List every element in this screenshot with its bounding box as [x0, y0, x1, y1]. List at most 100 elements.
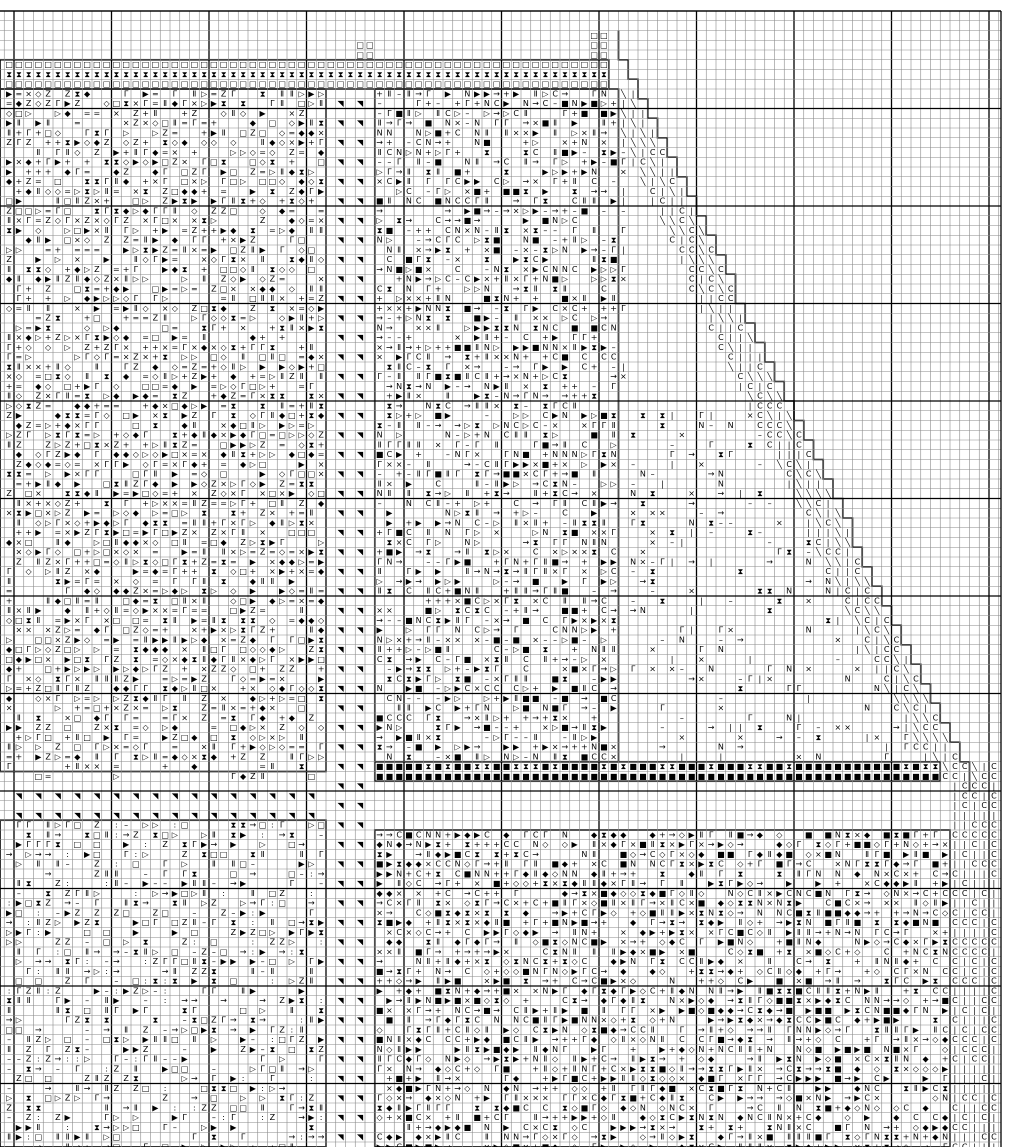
stitch-symbol: Ⅱ — [17, 713, 21, 722]
stitch-symbol: Ⅱ — [436, 918, 440, 927]
stitch-symbol: Γ — [163, 694, 168, 703]
stitch-symbol: × — [620, 275, 627, 284]
stitch-symbol: → — [610, 587, 617, 596]
stitch-symbol: – — [105, 957, 109, 966]
stitch-symbol: ▶ — [250, 957, 257, 966]
stitch-symbol: □ — [171, 60, 179, 69]
stitch-symbol: Γ — [280, 821, 285, 830]
stitch-symbol: □ — [15, 206, 23, 215]
stitch-symbol: Γ — [202, 236, 207, 245]
stitch-symbol: ⧗ — [601, 255, 607, 264]
stitch-symbol: Ⅱ — [36, 148, 40, 157]
stitch-symbol: Γ — [407, 967, 412, 976]
stitch-symbol: Z — [201, 499, 207, 508]
stitch-symbol: ╲ — [815, 508, 822, 518]
stitch-symbol: Ⅱ — [807, 928, 811, 937]
stitch-symbol: ■ — [922, 850, 930, 859]
stitch-symbol: → — [298, 918, 305, 927]
stitch-symbol: N — [796, 889, 802, 898]
stitch-symbol: ⧗ — [192, 869, 198, 878]
stitch-symbol: × — [230, 704, 237, 713]
stitch-symbol: ▷ — [474, 284, 481, 293]
stitch-symbol: Ⅱ — [66, 392, 70, 401]
stitch-symbol: Γ — [65, 684, 70, 693]
stitch-symbol: □ — [590, 41, 598, 50]
stitch-symbol: □ — [74, 743, 82, 752]
stitch-symbol: Z — [211, 665, 217, 674]
stitch-symbol: ▷ — [455, 109, 462, 118]
stitch-symbol: Ⅱ — [397, 245, 401, 254]
stitch-symbol: ⧗ — [201, 216, 207, 225]
stitch-symbol: □ — [181, 167, 189, 176]
stitch-symbol: ■ — [503, 772, 511, 781]
stitch-symbol: Ⅱ — [504, 860, 508, 869]
stitch-symbol: | — [983, 986, 986, 995]
stitch-symbol: Ⅱ — [768, 928, 772, 937]
stitch-symbol: Ⅱ — [514, 674, 518, 683]
stitch-symbol: ▷ — [269, 928, 276, 937]
stitch-symbol: Γ — [455, 440, 460, 449]
stitch-symbol: – — [124, 821, 128, 830]
stitch-symbol: ◇ — [152, 489, 159, 498]
stitch-symbol: ◇ — [65, 362, 72, 371]
stitch-symbol: ◥ — [338, 470, 345, 479]
stitch-symbol: □ — [210, 938, 218, 947]
stitch-symbol: ⧗ — [55, 372, 61, 381]
stitch-symbol: ◥ — [289, 791, 296, 800]
stitch-symbol: ▷ — [35, 206, 42, 215]
stitch-symbol: × — [103, 440, 110, 449]
stitch-symbol: N — [874, 684, 880, 693]
stitch-symbol: ◇ — [240, 265, 247, 274]
stitch-symbol: | — [876, 665, 879, 674]
stitch-symbol: ■ — [590, 772, 598, 781]
stitch-symbol: | — [632, 109, 635, 118]
stitch-symbol: C — [465, 684, 471, 693]
stitch-symbol: – — [514, 245, 518, 254]
stitch-symbol: × — [552, 421, 559, 430]
stitch-symbol: – — [417, 236, 421, 245]
stitch-symbol: ▶ — [240, 440, 247, 449]
stitch-symbol: ▷ — [211, 216, 218, 225]
stitch-symbol: – — [534, 245, 538, 254]
stitch-symbol: = — [172, 245, 179, 254]
stitch-symbol: ◥ — [357, 918, 364, 927]
stitch-symbol: Z — [123, 694, 129, 703]
stitch-symbol: ▶ — [611, 557, 618, 566]
stitch-symbol: + — [581, 392, 588, 401]
stitch-symbol: ◇ — [942, 908, 949, 917]
stitch-symbol: ⧗ — [65, 411, 71, 420]
stitch-symbol: C — [445, 226, 451, 235]
stitch-symbol: ▷ — [464, 284, 471, 293]
stitch-symbol: | — [944, 752, 947, 761]
stitch-symbol: | — [807, 694, 810, 703]
stitch-symbol: □ — [317, 821, 325, 830]
stitch-symbol: ▶ — [386, 850, 393, 859]
stitch-symbol: ◇ — [94, 353, 101, 362]
stitch-symbol: ■ — [776, 977, 784, 986]
stitch-symbol: ▷ — [269, 450, 276, 459]
stitch-symbol: N — [825, 587, 831, 596]
stitch-symbol: ▶ — [162, 265, 169, 274]
stitch-symbol: Ⅱ — [144, 635, 148, 644]
stitch-symbol: ▶ — [162, 450, 169, 459]
stitch-symbol: ■ — [551, 918, 559, 927]
stitch-symbol: ◥ — [338, 899, 345, 908]
stitch-symbol: – — [680, 713, 684, 722]
stitch-symbol: ▶ — [611, 704, 618, 713]
stitch-symbol: Γ — [397, 158, 402, 167]
stitch-symbol: Γ — [475, 704, 480, 713]
stitch-symbol: Ⅱ — [475, 587, 479, 596]
stitch-symbol: □ — [171, 509, 179, 518]
stitch-symbol: | — [846, 528, 849, 537]
stitch-symbol: × — [6, 372, 13, 381]
stitch-symbol: × — [805, 947, 812, 956]
stitch-symbol: Γ — [153, 255, 158, 264]
stitch-symbol: → — [474, 723, 481, 732]
stitch-symbol: × — [376, 947, 383, 956]
stitch-symbol: ╲ — [912, 722, 919, 732]
stitch-symbol: C — [933, 908, 939, 917]
stitch-symbol: → — [503, 206, 510, 215]
stitch-symbol: ▶ — [455, 830, 462, 839]
stitch-symbol: + — [776, 947, 783, 956]
stitch-symbol: ■ — [415, 762, 423, 771]
